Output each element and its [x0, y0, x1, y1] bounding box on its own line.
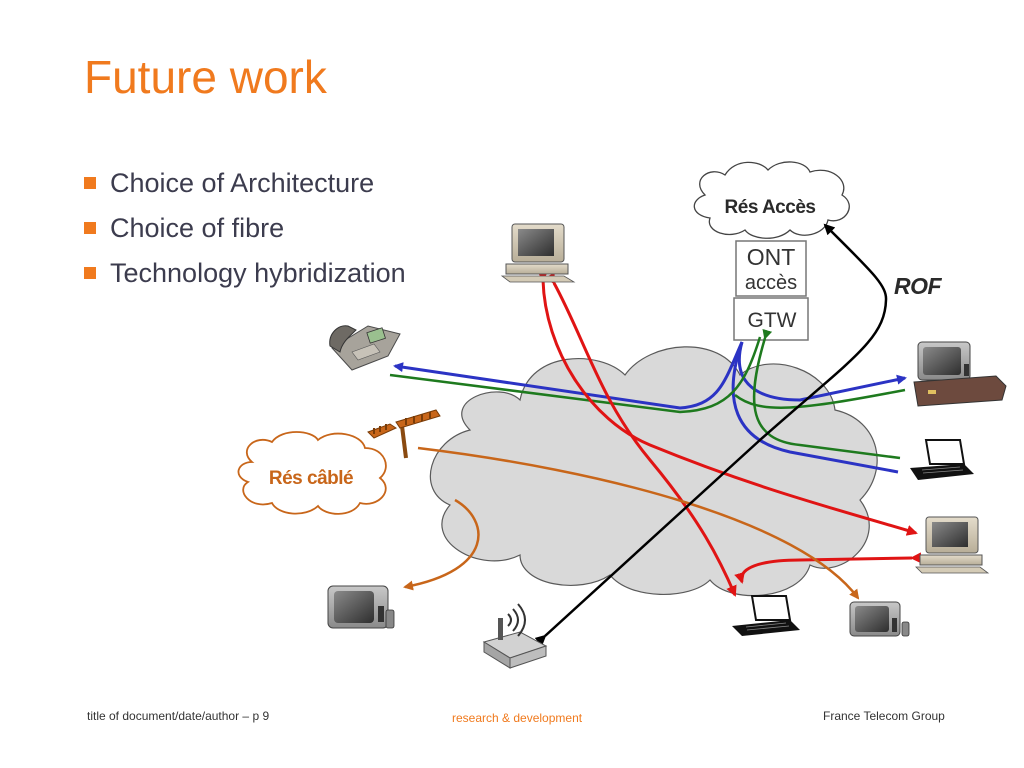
tv-settop-icon: [913, 341, 1007, 407]
gtw-box: GTW: [733, 297, 809, 341]
footer-department: research & development: [452, 711, 583, 725]
desktop-pc-icon: [500, 223, 576, 283]
tv-icon: [327, 585, 395, 629]
bullet-square-icon: [84, 222, 96, 234]
bullet-text: Choice of fibre: [110, 213, 285, 243]
wireless-modem-icon: [482, 603, 548, 669]
access-network-cloud: Rés Accès: [693, 161, 850, 239]
bullet-text: Technology hybridization: [110, 258, 406, 288]
slide-title: Future work: [84, 51, 327, 103]
cable-network-label: Rés câblé: [269, 468, 353, 489]
rof-link-black: [534, 223, 888, 647]
orange-link-cable-to-tv: [403, 498, 480, 591]
footer-company: France Telecom Group: [823, 709, 945, 723]
cable-network-cloud: Rés câblé: [237, 431, 387, 515]
access-network-label: Rés Accès: [725, 197, 816, 218]
tv-icon: [849, 601, 910, 637]
ont-box: ONT accès: [735, 240, 807, 297]
desktop-pc-icon: [915, 516, 990, 574]
telephone-icon: [329, 325, 401, 371]
bullet-item: Choice of fibre: [84, 211, 406, 256]
laptop-icon: [910, 439, 974, 480]
ont-label: ONT: [747, 244, 796, 270]
footer-document-info: title of document/date/author – p 9: [87, 709, 270, 723]
ont-sublabel: accès: [745, 272, 797, 294]
bullet-text: Choice of Architecture: [110, 168, 375, 198]
gtw-label: GTW: [748, 309, 797, 332]
bullet-square-icon: [84, 177, 96, 189]
bullet-item: Technology hybridization: [84, 256, 406, 301]
bullet-square-icon: [84, 267, 96, 279]
bullet-item: Choice of Architecture: [84, 166, 406, 211]
rof-label: ROF: [894, 273, 943, 299]
antenna-icon: [367, 409, 441, 459]
bullet-list: Choice of Architecture Choice of fibre T…: [84, 166, 406, 301]
laptop-icon: [732, 595, 800, 636]
core-network-cloud: [429, 346, 878, 597]
